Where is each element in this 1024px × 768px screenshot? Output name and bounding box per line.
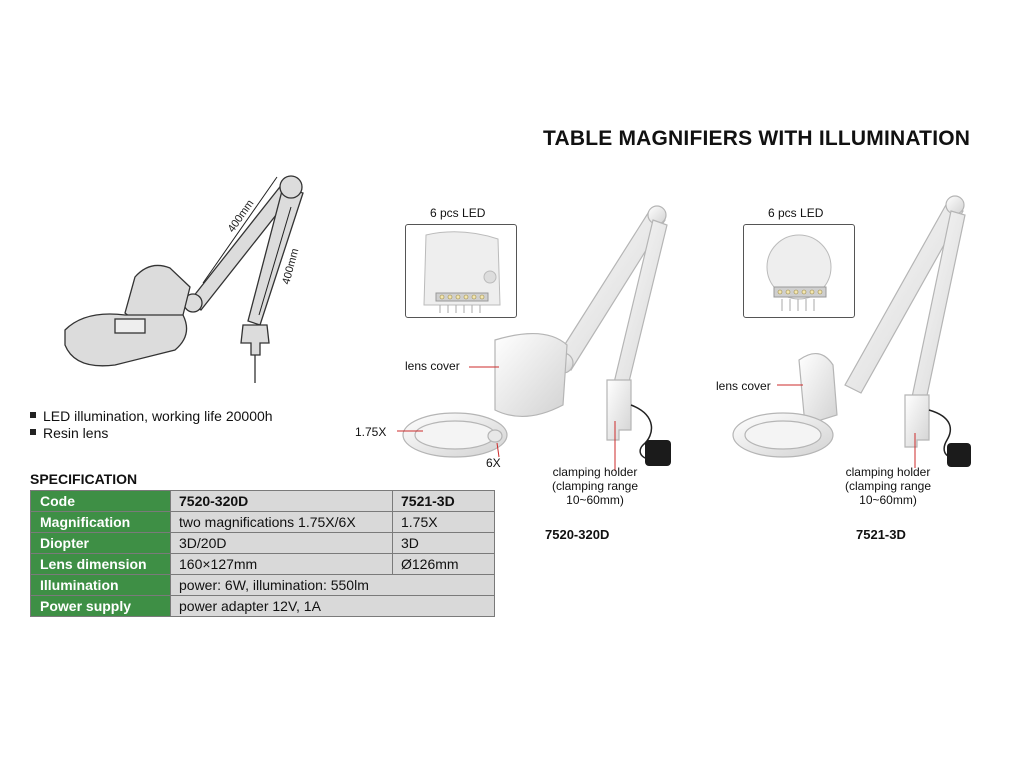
row-label: Code bbox=[30, 490, 171, 512]
cell-7520: two magnifications 1.75X/6X bbox=[170, 511, 393, 533]
magnifier-7521-image bbox=[732, 195, 971, 468]
dimension-drawing: 400mm 400mm bbox=[64, 175, 304, 383]
cell-shared: power adapter 12V, 1A bbox=[170, 595, 495, 617]
led-inset bbox=[743, 224, 855, 318]
row-label: Lens dimension bbox=[30, 553, 171, 575]
table-row: Illumination power: 6W, illumination: 55… bbox=[30, 574, 495, 596]
cell-7521: 3D bbox=[392, 532, 495, 554]
row-label: Magnification bbox=[30, 511, 171, 533]
led-closeup-image bbox=[423, 231, 501, 313]
magnifier-7520-image bbox=[397, 205, 671, 471]
mag-175-label: 1.75X bbox=[355, 425, 387, 439]
row-label: Power supply bbox=[30, 595, 171, 617]
feature-item: LED illumination, working life 20000h bbox=[30, 408, 273, 424]
bullet-icon bbox=[30, 412, 36, 419]
row-label: Diopter bbox=[30, 532, 171, 554]
lens-cover-label: lens cover bbox=[405, 359, 460, 373]
clamp-label: clamping holder (clamping range 10~60mm) bbox=[844, 465, 932, 507]
led-closeup-image bbox=[766, 234, 832, 311]
model-label: 7521-3D bbox=[856, 527, 906, 542]
cell-7520: 7520-320D bbox=[170, 490, 393, 512]
led-label: 6 pcs LED bbox=[430, 206, 486, 220]
led-inset bbox=[405, 224, 517, 318]
page-title: TABLE MAGNIFIERS WITH ILLUMINATION bbox=[543, 127, 971, 150]
cell-7520: 3D/20D bbox=[170, 532, 393, 554]
spec-table: Code 7520-320D 7521-3D Magnification two… bbox=[30, 490, 495, 617]
table-row: Diopter 3D/20D 3D bbox=[30, 532, 495, 554]
cell-shared: power: 6W, illumination: 550lm bbox=[170, 574, 495, 596]
mag-6-label: 6X bbox=[486, 456, 501, 470]
table-row: Lens dimension 160×127mm Ø126mm bbox=[30, 553, 495, 575]
table-row: Code 7520-320D 7521-3D bbox=[30, 490, 495, 512]
cell-7521: 7521-3D bbox=[392, 490, 495, 512]
model-label: 7520-320D bbox=[545, 527, 610, 542]
led-label: 6 pcs LED bbox=[768, 206, 824, 220]
bullet-icon bbox=[30, 429, 36, 436]
lens-cover-label: lens cover bbox=[716, 379, 771, 393]
feature-item: Resin lens bbox=[30, 425, 108, 441]
cell-7521: Ø126mm bbox=[392, 553, 495, 575]
cell-7521: 1.75X bbox=[392, 511, 495, 533]
table-row: Magnification two magnifications 1.75X/6… bbox=[30, 511, 495, 533]
cell-7520: 160×127mm bbox=[170, 553, 393, 575]
spec-heading: SPECIFICATION bbox=[30, 471, 138, 487]
row-label: Illumination bbox=[30, 574, 171, 596]
clamp-label: clamping holder (clamping range 10~60mm) bbox=[551, 465, 639, 507]
table-row: Power supply power adapter 12V, 1A bbox=[30, 595, 495, 617]
